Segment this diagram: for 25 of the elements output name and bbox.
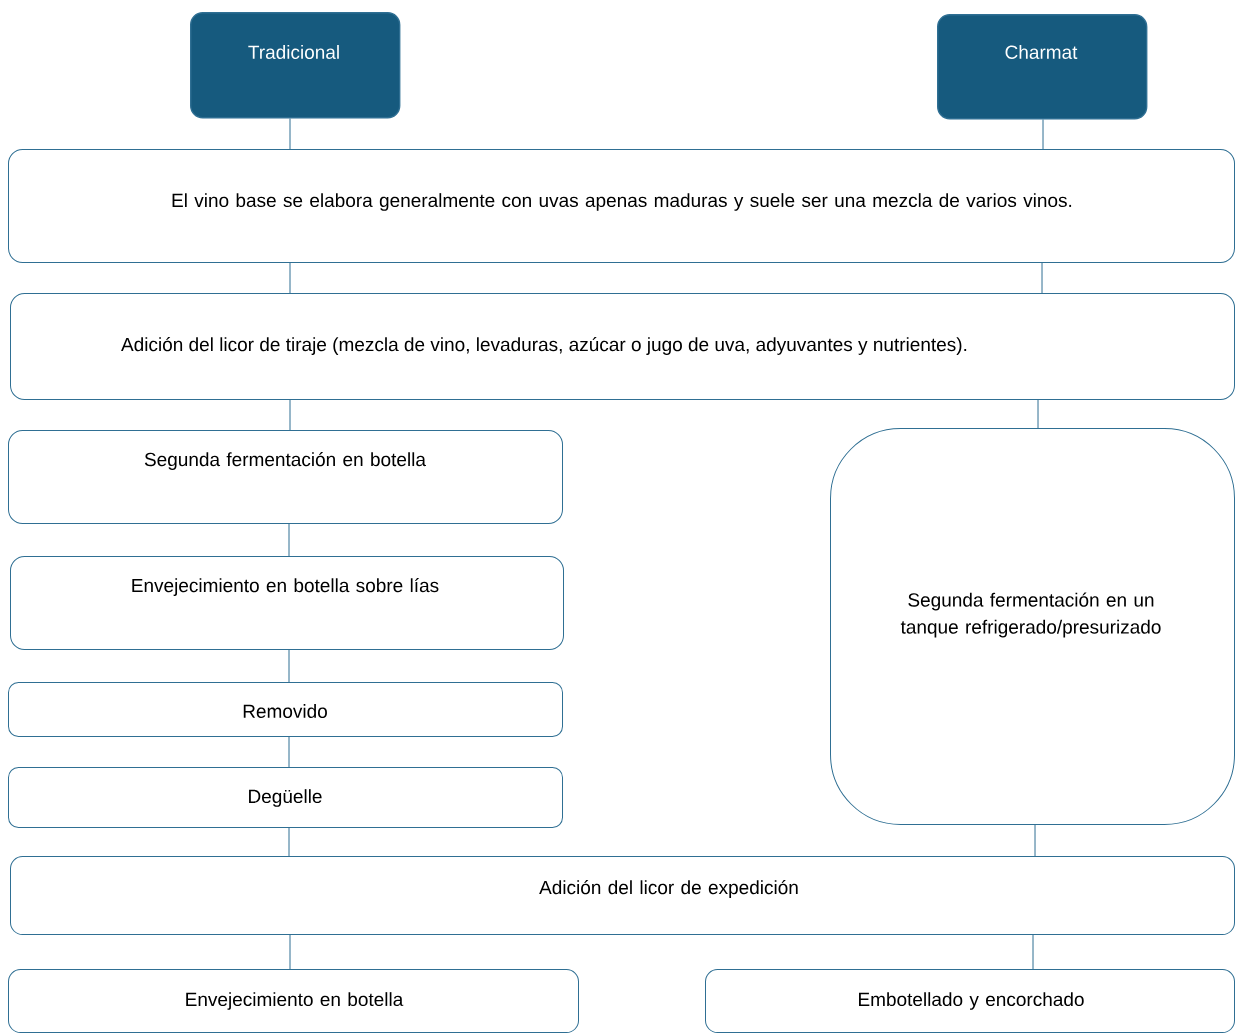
connector-line [289,934,291,970]
connector-line [288,827,290,857]
process-box: Segunda fermentación en botella [8,430,563,524]
connector-line [288,523,290,557]
process-box: Adición del licor de tiraje (mezcla de vino, levaduras, azúcar o jugo de uva, adyuvantes y nutrientes). [10,293,1235,400]
process-box: Embotellado y encorchado [705,969,1235,1033]
connector-line [1032,934,1034,970]
connector-line [289,117,291,150]
process-box: Degüelle [8,767,563,828]
process-box: Envejecimiento en botella sobre lías [10,556,564,650]
connector-line [1041,262,1043,294]
connector-line [1034,824,1036,857]
connector-line [289,262,291,294]
connector-line [1042,118,1044,150]
connector-line [1037,399,1039,429]
process-box: Adición del licor de expedición [10,856,1235,935]
connector-line [288,736,290,768]
process-box: Removido [8,682,563,737]
process-box: Segunda fermentación en un tanque refrigerado/presurizado [830,428,1235,825]
connector-line [289,399,291,431]
connector-line [288,649,290,683]
title-box: Charmat [937,14,1148,120]
process-box: El vino base se elabora generalmente con uvas apenas maduras y suele ser una mezcla de varios vinos. [8,149,1235,263]
title-box: Tradicional [190,12,401,119]
process-box: Envejecimiento en botella [8,969,579,1033]
